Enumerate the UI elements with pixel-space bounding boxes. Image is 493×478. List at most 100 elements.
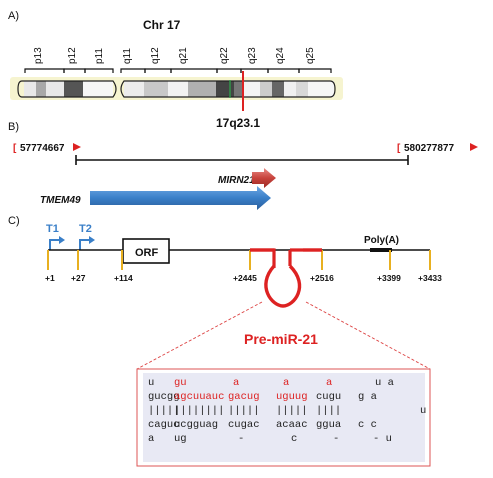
band-q12-block [144, 81, 168, 97]
right-red-arrowhead [470, 143, 478, 151]
band-q23a-block [234, 81, 244, 97]
hairpin-seq-segment: uguug [276, 391, 308, 403]
band-bracket-q24 [267, 68, 300, 73]
hairpin-seq-segment: - u [373, 433, 392, 445]
genomic-span [75, 155, 409, 165]
t2-arrowhead [89, 236, 95, 244]
left-coordinate: 57774667 [20, 143, 65, 154]
band-q25a-block [284, 81, 296, 97]
hairpin-seq-segment: ||||| [228, 405, 260, 417]
hairpin-seq-segment: ||||| [148, 405, 180, 417]
hairpin-stems [250, 248, 322, 268]
position-label: +2516 [310, 273, 334, 283]
hairpin-seq-segment: - [238, 433, 244, 445]
band-bracket-q22 [216, 68, 242, 73]
hairpin-seq-segment: |||||||| [174, 405, 224, 417]
hairpin-seq-segment: u [420, 405, 426, 417]
t2-label: T2 [79, 223, 92, 235]
band-label-p13: p13 [33, 47, 44, 64]
polya-label: Poly(A) [364, 235, 399, 246]
band-p12-block [64, 81, 83, 97]
band-q21b-block [188, 81, 216, 97]
band-q22-block [216, 81, 234, 97]
hairpin-seq-segment: gacug [228, 391, 260, 403]
position-label: +2445 [233, 273, 257, 283]
band-q21a-block [168, 81, 188, 97]
band-q24b-block [272, 81, 284, 97]
band-bracket-q25 [298, 68, 332, 73]
left-bracket: [ [13, 143, 17, 154]
hairpin-seq-segment: a [148, 433, 154, 445]
band-bracket-q23 [240, 68, 269, 73]
zoom-line-left [136, 301, 263, 370]
band-bracket-p12 [63, 68, 86, 73]
locus-label: 17q23.1 [216, 116, 260, 130]
t1-label: T1 [46, 223, 59, 235]
position-label: +3399 [377, 273, 401, 283]
hairpin-seq-segment: ug [174, 433, 187, 445]
hairpin-seq-segment: u a [375, 377, 394, 389]
band-q25b-block [296, 81, 308, 97]
hairpin-seq-segment: cugu [316, 391, 341, 403]
position-markers [47, 250, 431, 270]
hairpin-seq-segment: cugac [228, 419, 260, 431]
q-arm-outline [120, 80, 336, 98]
band-label-p12: p12 [67, 47, 78, 64]
hairpin-seq-segment: a [233, 377, 239, 389]
right-coordinate: 580277877 [404, 143, 454, 154]
band-q24a-block [260, 81, 272, 97]
hairpin-seq-segment: c c [358, 419, 377, 431]
t1-start-arrow [49, 239, 60, 250]
hairpin-seq-segment: gu [174, 377, 187, 389]
hairpin-loop [264, 264, 302, 308]
chromosome-ideogram [10, 77, 343, 100]
position-label: +27 [71, 273, 86, 283]
hairpin-seq-segment: a [283, 377, 289, 389]
band-label-q12: q12 [150, 47, 161, 64]
polya-block [370, 248, 392, 252]
band-label-q11: q11 [122, 48, 133, 64]
hairpin-seq-segment: acaac [276, 419, 308, 431]
zoom-line-right [305, 301, 431, 370]
hairpin-seq-segment: agcuuauc [174, 391, 224, 403]
band-bracket-p11 [84, 68, 114, 73]
panel-b-label: B) [8, 121, 19, 133]
right-bracket: [ [397, 143, 401, 154]
t2-start-arrow [79, 239, 90, 250]
position-label: +1 [45, 273, 55, 283]
band-p11-block [83, 81, 113, 97]
position-labels: +1 +27 +114 +2445 +2516 +3399 +3433 [45, 273, 442, 283]
mirn21-gene-arrow [252, 168, 276, 188]
hairpin-seq-segment: u [148, 377, 154, 389]
panel-c-label: C) [8, 215, 20, 227]
band-bracket-q21 [170, 68, 218, 73]
band-label-q24: q24 [275, 47, 286, 64]
orf-label: ORF [135, 247, 159, 259]
tmem49-gene-arrow [90, 186, 271, 210]
tmem49-gene-label: TMEM49 [40, 195, 81, 206]
band-bracket-q12 [144, 68, 172, 73]
t1-arrowhead [59, 236, 65, 244]
band-bracket-q11 [120, 68, 146, 73]
position-label: +114 [114, 273, 133, 283]
hairpin-seq-segment: ||||| [276, 405, 308, 417]
hairpin-seq-segment: a [326, 377, 332, 389]
hairpin-seq-segment: ucgguag [174, 419, 218, 431]
band-q23b-block [244, 81, 260, 97]
hairpin-seq-segment: c [291, 433, 297, 445]
position-label: +3433 [418, 273, 442, 283]
band-label-p11: p11 [94, 48, 105, 64]
panel-a-label: A) [8, 10, 19, 22]
band-q25c-block [308, 81, 334, 97]
left-red-arrowhead [73, 143, 81, 151]
chromosome-title: Chr 17 [143, 18, 181, 32]
p-arm-outline [17, 80, 117, 98]
pre-mir-label: Pre-miR-21 [244, 331, 318, 347]
hairpin-sequence-panel [143, 373, 425, 462]
band-q11-block [124, 81, 144, 97]
band-bracket-p13 [24, 68, 65, 73]
band-p13-dark [36, 81, 46, 97]
